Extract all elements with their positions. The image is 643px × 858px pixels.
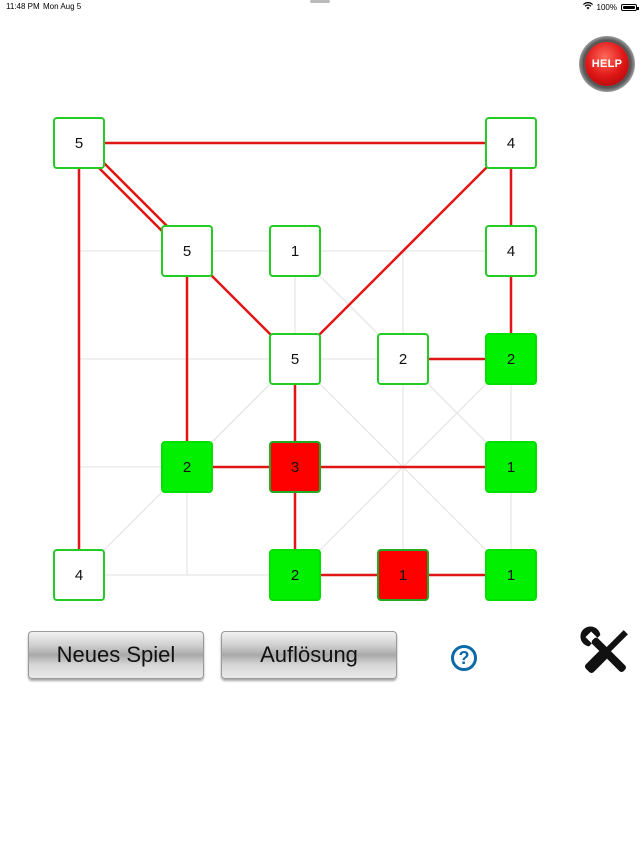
island-node[interactable]: 1 xyxy=(485,441,537,493)
wifi-icon xyxy=(582,1,593,12)
island-node[interactable]: 5 xyxy=(53,117,105,169)
island-node[interactable]: 2 xyxy=(161,441,213,493)
island-node[interactable]: 4 xyxy=(53,549,105,601)
wrench-screwdriver-icon[interactable] xyxy=(576,622,636,682)
question-icon[interactable]: ? xyxy=(451,645,477,671)
island-node[interactable]: 1 xyxy=(377,549,429,601)
island-node[interactable]: 4 xyxy=(485,117,537,169)
help-button-label: HELP xyxy=(585,42,629,86)
help-button[interactable]: HELP xyxy=(579,36,635,92)
battery-percent: 100% xyxy=(596,2,617,12)
island-node[interactable]: 1 xyxy=(269,225,321,277)
bridge-line xyxy=(294,142,512,360)
island-node[interactable]: 5 xyxy=(161,225,213,277)
status-bar: 11:48 PM Mon Aug 5 100% xyxy=(0,0,643,14)
new-game-button[interactable]: Neues Spiel xyxy=(28,631,204,679)
island-node[interactable]: 4 xyxy=(485,225,537,277)
island-node[interactable]: 1 xyxy=(485,549,537,601)
solution-button[interactable]: Auflösung xyxy=(221,631,397,679)
island-node[interactable]: 2 xyxy=(377,333,429,385)
battery-icon xyxy=(621,3,639,11)
status-right: 100% xyxy=(582,1,639,12)
status-date: Mon Aug 5 xyxy=(43,2,82,11)
puzzle-board xyxy=(75,139,513,577)
status-time: 11:48 PM xyxy=(6,2,40,11)
island-node[interactable]: 5 xyxy=(269,333,321,385)
multitask-indicator xyxy=(300,0,340,4)
island-node[interactable]: 2 xyxy=(485,333,537,385)
island-node[interactable]: 2 xyxy=(269,549,321,601)
island-node[interactable]: 3 xyxy=(269,441,321,493)
